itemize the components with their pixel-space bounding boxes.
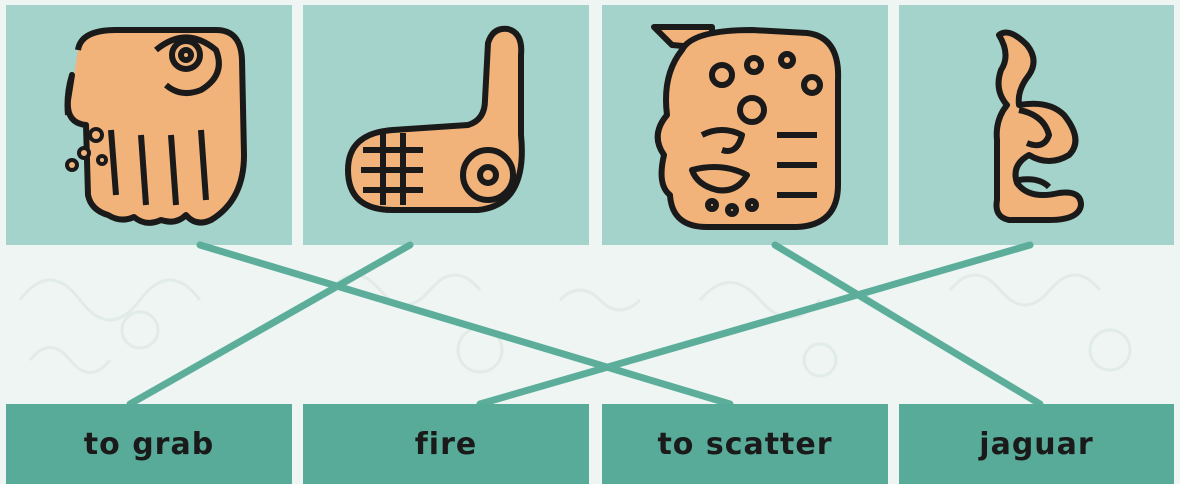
- fire-hand-glyph-icon: [303, 5, 589, 245]
- word-box-jaguar[interactable]: jaguar: [899, 404, 1174, 484]
- word-box-to-grab[interactable]: to grab: [6, 404, 292, 484]
- word-label: fire: [415, 427, 477, 462]
- glyph-card-1[interactable]: [6, 5, 292, 245]
- scatter-scroll-glyph-icon: [899, 5, 1174, 245]
- glyph-card-2[interactable]: [303, 5, 589, 245]
- jaguar-head-glyph-icon: [602, 5, 888, 245]
- word-label: to grab: [84, 427, 214, 462]
- word-label: jaguar: [979, 427, 1093, 462]
- glyph-card-3[interactable]: [602, 5, 888, 245]
- word-label: to scatter: [657, 427, 832, 462]
- glyph-card-4[interactable]: [899, 5, 1174, 245]
- word-box-fire[interactable]: fire: [303, 404, 589, 484]
- word-box-to-scatter[interactable]: to scatter: [602, 404, 888, 484]
- grabbing-hand-glyph-icon: [6, 5, 292, 245]
